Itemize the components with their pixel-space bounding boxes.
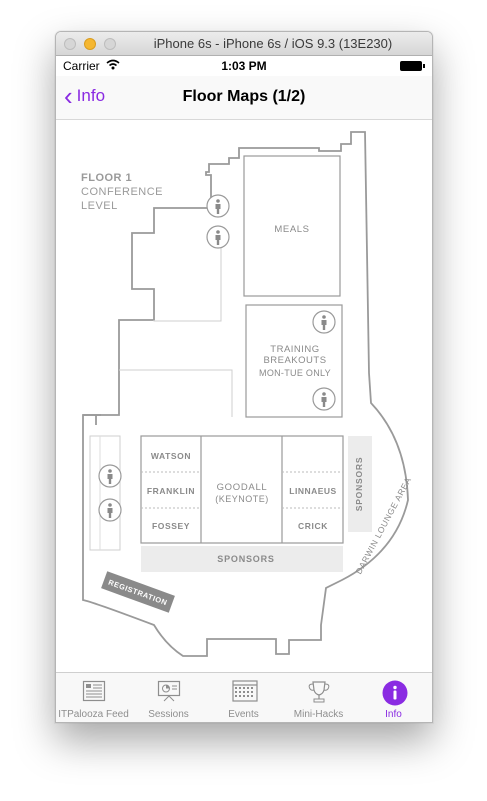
watson-room-label: WATSON xyxy=(151,451,191,461)
carrier-label: Carrier xyxy=(63,59,100,73)
floor-label: FLOOR 1 xyxy=(81,172,132,184)
tab-mini-hacks[interactable]: Mini-Hacks xyxy=(281,673,356,722)
crick-room-label: CRICK xyxy=(298,521,328,531)
conference-block xyxy=(140,435,344,544)
restroom-icon xyxy=(206,194,230,218)
presentation-icon xyxy=(157,680,181,702)
minimize-window-button[interactable] xyxy=(84,38,96,50)
window-titlebar: iPhone 6s - iPhone 6s / iOS 9.3 (13E230) xyxy=(56,32,432,56)
building-outline xyxy=(82,131,409,657)
status-time: 1:03 PM xyxy=(221,59,267,73)
page-title: Floor Maps (1/2) xyxy=(182,88,306,105)
fossey-room-label: FOSSEY xyxy=(152,521,190,531)
calendar-icon xyxy=(232,680,258,702)
training-label-line3: MON-TUE ONLY xyxy=(259,368,331,378)
tab-label: Info xyxy=(385,709,402,720)
sponsors-side-label: SPONSORS xyxy=(354,457,364,512)
tab-info[interactable]: Info xyxy=(356,673,431,722)
status-bar: Carrier 1:03 PM xyxy=(56,56,432,76)
tab-label: Events xyxy=(228,709,259,720)
back-label: Info xyxy=(76,86,106,105)
close-window-button[interactable] xyxy=(64,38,76,50)
linnaeus-room-label: LINNAEUS xyxy=(289,486,336,496)
registration-desk: REGISTRATION xyxy=(101,571,175,613)
trophy-icon xyxy=(307,680,331,703)
battery-icon xyxy=(400,61,425,71)
franklin-room-label: FRANKLIN xyxy=(147,486,195,496)
tab-sessions[interactable]: Sessions xyxy=(131,673,206,722)
training-label-line1: TRAINING xyxy=(270,344,319,355)
wifi-icon xyxy=(106,59,120,73)
meals-label: MEALS xyxy=(274,224,309,235)
tab-events[interactable]: Events xyxy=(206,673,281,722)
sponsors-bottom-label: SPONSORS xyxy=(217,554,274,564)
sponsors-bottom-area xyxy=(141,546,343,572)
tab-label: Sessions xyxy=(148,709,189,720)
simulator-window: iPhone 6s - iPhone 6s / iOS 9.3 (13E230)… xyxy=(55,31,433,723)
chevron-left-icon: ‹ xyxy=(64,81,73,111)
tab-itpalooza-feed[interactable]: ITPalooza Feed xyxy=(56,673,131,722)
back-button[interactable]: ‹Info xyxy=(64,81,106,112)
window-title: iPhone 6s - iPhone 6s / iOS 9.3 (13E230) xyxy=(153,36,393,51)
tab-label: ITPalooza Feed xyxy=(58,709,129,720)
sponsors-side-area xyxy=(348,436,372,532)
navigation-bar: ‹Info Floor Maps (1/2) xyxy=(56,76,432,120)
restroom-icon xyxy=(98,464,122,488)
tab-label: Mini-Hacks xyxy=(293,709,344,720)
keynote-label: (KEYNOTE) xyxy=(215,494,269,504)
level-label-line1: CONFERENCE xyxy=(81,186,163,198)
restroom-icon xyxy=(312,387,336,411)
level-label-line2: LEVEL xyxy=(81,200,118,212)
info-icon xyxy=(382,680,408,706)
restroom-icon xyxy=(206,225,230,249)
tab-bar: ITPalooza Feed Sessions Events Mini-Hack… xyxy=(56,672,432,722)
meals-room xyxy=(243,155,341,297)
floor-map[interactable]: FLOOR 1 CONFERENCE LEVEL MEALS TRAINING … xyxy=(56,120,432,670)
training-label-line2: BREAKOUTS xyxy=(263,355,326,366)
restroom-icon xyxy=(312,310,336,334)
restroom-icon xyxy=(98,498,122,522)
newspaper-icon xyxy=(82,680,106,702)
zoom-window-button[interactable] xyxy=(104,38,116,50)
goodall-room-label: GOODALL xyxy=(217,482,268,493)
